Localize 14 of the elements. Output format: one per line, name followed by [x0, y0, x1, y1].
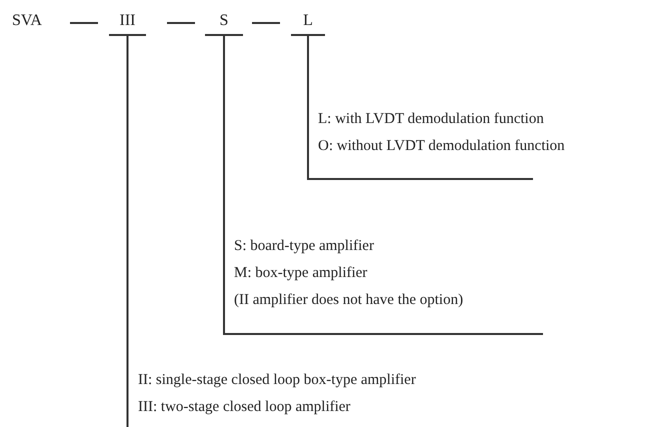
option-description: L: with LVDT demodulation function — [318, 110, 544, 129]
code-segment: L — [291, 10, 325, 36]
leader-line — [307, 36, 309, 180]
option-description: III: two-stage closed loop amplifier — [138, 398, 350, 417]
code-segment: III — [109, 10, 146, 36]
option-description: II: single-stage closed loop box-type amplifier — [138, 371, 416, 390]
option-description: M: box-type amplifier — [234, 264, 368, 283]
leader-line — [223, 36, 225, 335]
option-description: S: board-type amplifier — [234, 237, 374, 256]
leader-line — [126, 36, 128, 427]
option-description: (II amplifier does not have the option) — [234, 291, 464, 310]
option-description: O: without LVDT demodulation function — [318, 137, 565, 156]
code-segment: S — [205, 10, 243, 36]
model-prefix: SVA — [12, 11, 42, 31]
